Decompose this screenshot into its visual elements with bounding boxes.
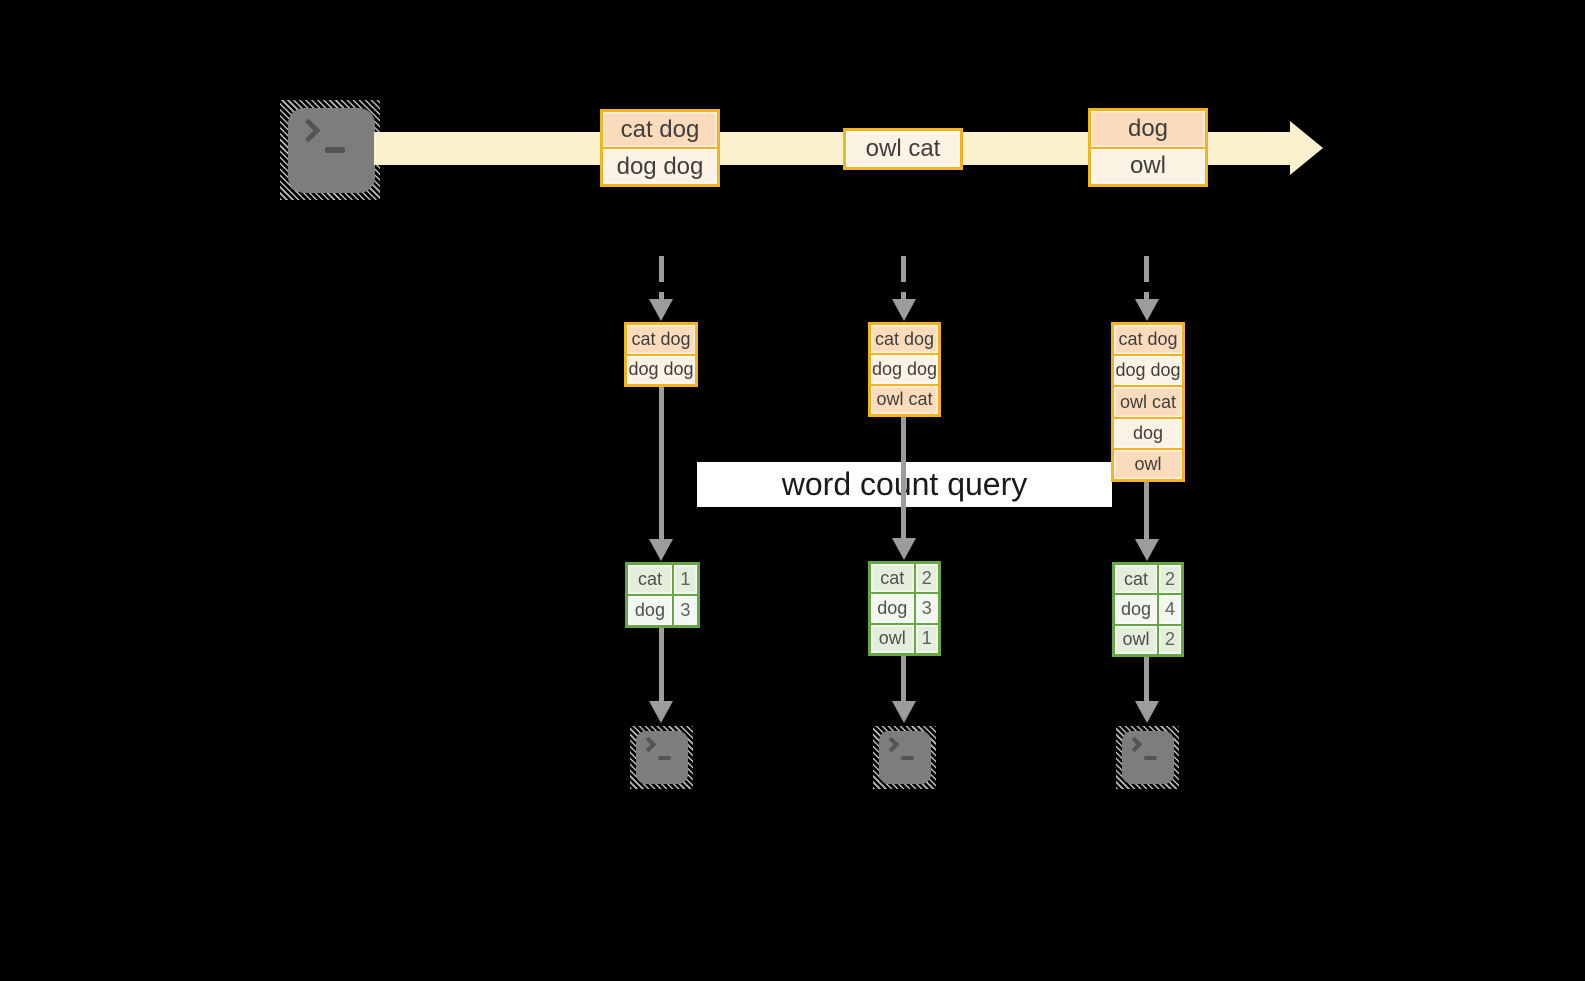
word-cell: cat <box>628 565 672 594</box>
prompt-cursor-icon <box>1144 756 1157 760</box>
word-cell: dog <box>871 594 914 623</box>
terminal-screen <box>288 108 375 193</box>
stack-record: dog <box>1114 416 1182 448</box>
count-cell: 4 <box>1158 595 1181 624</box>
stream-event-box-3: dog owl <box>1088 108 1208 187</box>
record-stack-1: cat dog dog dog <box>624 322 698 387</box>
stream-event-record: owl cat <box>846 131 960 167</box>
word-count-table-2: cat 2 dog 3 owl 1 <box>868 561 941 656</box>
terminal-screen <box>636 731 688 784</box>
word-cell: owl <box>871 624 914 653</box>
prompt-chevron-icon <box>883 736 900 753</box>
query-arrow-3 <box>1144 482 1149 540</box>
stack-record: dog dog <box>871 353 938 384</box>
word-cell: cat <box>871 564 914 593</box>
stack-record: cat dog <box>871 325 938 354</box>
count-cell: 1 <box>673 565 697 594</box>
count-cell: 3 <box>915 594 938 623</box>
stack-record: cat dog <box>627 325 695 354</box>
stack-record: dog dog <box>1114 354 1182 386</box>
count-cell: 3 <box>673 596 697 625</box>
sink-arrowhead-3-icon <box>1135 701 1159 723</box>
terminal-screen <box>1122 731 1174 784</box>
stack-record: owl <box>1114 447 1182 480</box>
stream-event-record: dog dog <box>603 147 717 184</box>
stream-event-box-2: owl cat <box>843 128 963 170</box>
terminal-sink-icon-3 <box>1116 726 1179 789</box>
stack-record: owl cat <box>1114 385 1182 417</box>
stack-record: cat dog <box>1114 325 1182 355</box>
stream-event-record: cat dog <box>603 112 717 147</box>
query-arrowhead-1-icon <box>649 539 673 561</box>
dashed-arrowhead-3-icon <box>1135 299 1159 321</box>
stream-event-record: dog <box>1091 111 1205 147</box>
terminal-sink-icon-2 <box>873 726 936 789</box>
word-cell: dog <box>1115 595 1157 624</box>
word-count-table-1: cat 1 dog 3 <box>625 562 700 628</box>
prompt-chevron-icon <box>1126 736 1143 753</box>
sink-arrowhead-1-icon <box>649 701 673 723</box>
count-cell: 2 <box>1158 565 1181 594</box>
prompt-cursor-icon <box>658 756 671 760</box>
stack-record: dog dog <box>627 353 695 384</box>
query-arrowhead-3-icon <box>1135 539 1159 561</box>
stream-event-record: owl <box>1091 146 1205 184</box>
word-cell: owl <box>1115 625 1157 654</box>
terminal-screen <box>879 731 931 784</box>
dashed-arrowhead-2-icon <box>892 299 916 321</box>
dashed-arrowhead-1-icon <box>649 299 673 321</box>
count-cell: 2 <box>915 564 938 593</box>
dashed-arrow-1 <box>659 256 664 300</box>
query-arrow-2 <box>901 417 906 539</box>
prompt-cursor-icon <box>901 756 914 760</box>
word-cell: dog <box>628 596 672 625</box>
prompt-chevron-icon <box>296 118 321 143</box>
record-stack-3: cat dog dog dog owl cat dog owl <box>1111 322 1185 482</box>
count-cell: 2 <box>1158 625 1181 654</box>
sink-arrowhead-2-icon <box>892 701 916 723</box>
stream-event-box-1: cat dog dog dog <box>600 109 720 187</box>
stack-record: owl cat <box>871 383 938 414</box>
sink-arrow-3 <box>1144 657 1149 702</box>
record-stack-2: cat dog dog dog owl cat <box>868 322 941 417</box>
terminal-source-icon <box>280 100 380 200</box>
dashed-arrow-3 <box>1144 256 1149 300</box>
sink-arrow-1 <box>659 628 664 702</box>
sink-arrow-2 <box>901 656 906 702</box>
word-count-table-3: cat 2 dog 4 owl 2 <box>1112 562 1184 657</box>
query-arrow-1 <box>659 387 664 540</box>
dashed-arrow-2 <box>901 256 906 300</box>
prompt-chevron-icon <box>640 736 657 753</box>
count-cell: 1 <box>915 624 938 653</box>
prompt-cursor-icon <box>325 147 345 153</box>
word-cell: cat <box>1115 565 1157 594</box>
terminal-sink-icon-1 <box>630 726 693 789</box>
event-stream-arrowhead-icon <box>1290 121 1323 175</box>
query-arrowhead-2-icon <box>892 538 916 560</box>
